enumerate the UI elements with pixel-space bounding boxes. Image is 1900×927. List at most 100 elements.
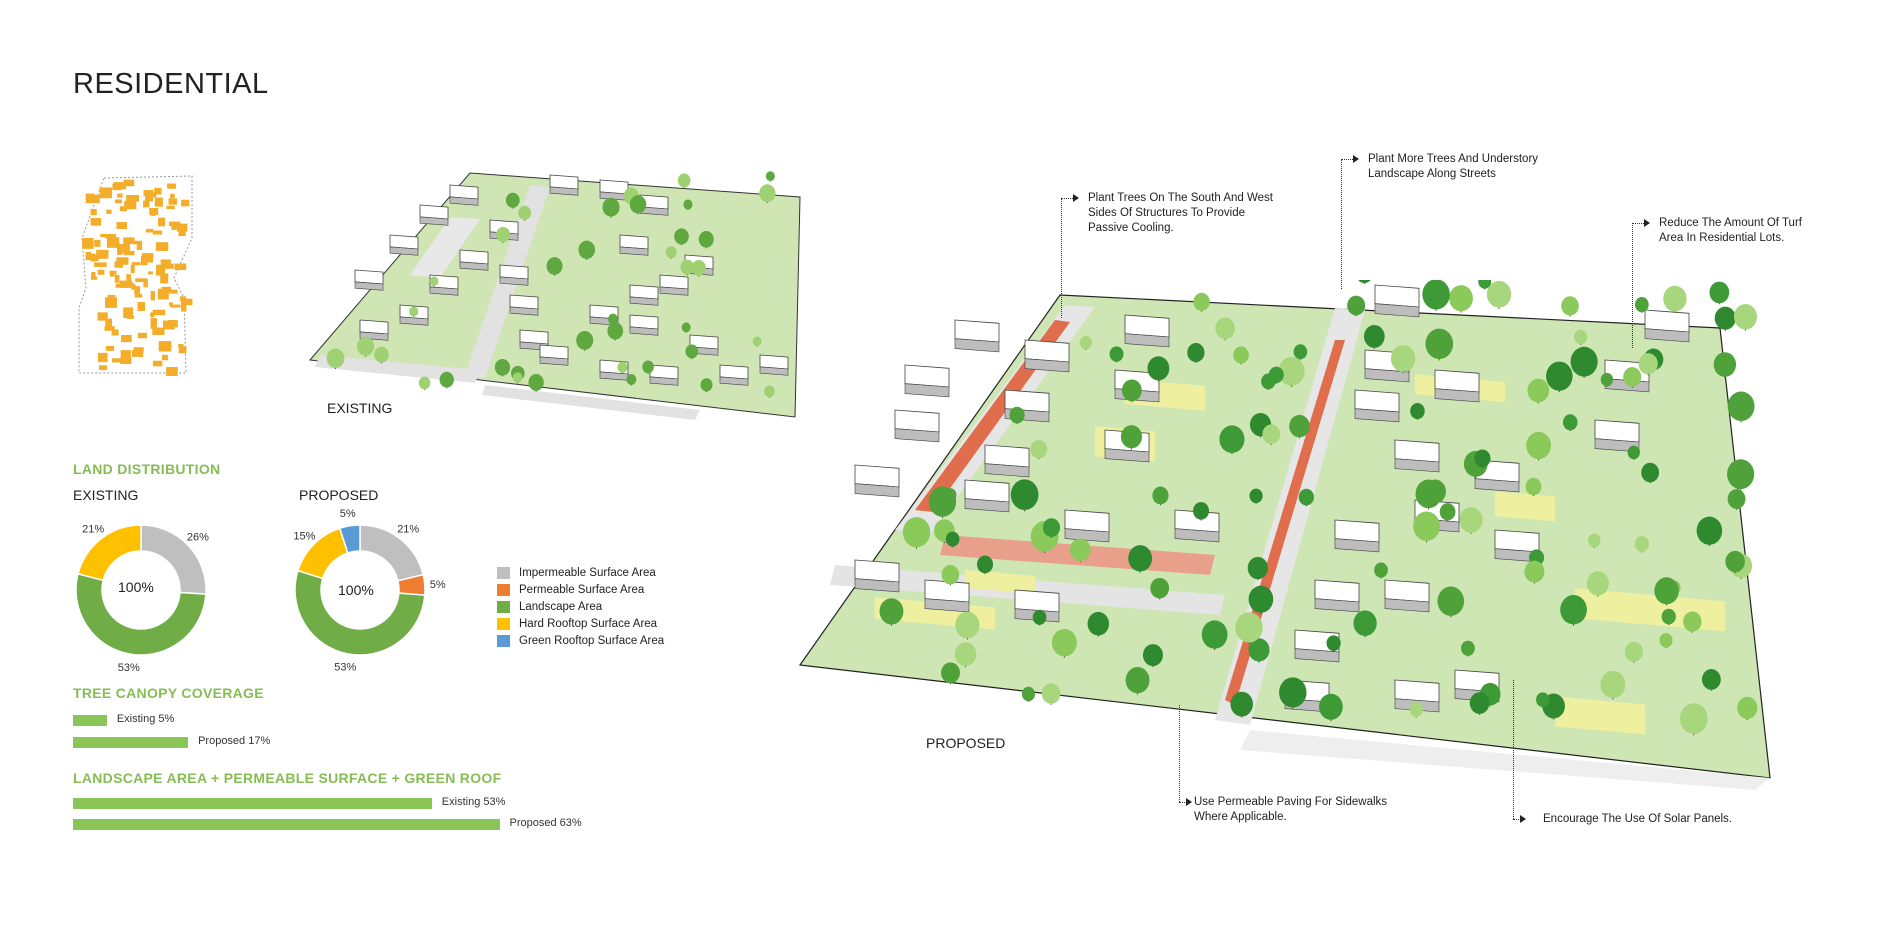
tree: [1363, 324, 1385, 349]
tree: [1725, 550, 1745, 574]
tree: [1437, 586, 1465, 618]
map-parcel: [168, 302, 173, 306]
map-parcel: [99, 187, 113, 199]
tree: [1326, 635, 1341, 652]
arrow-icon: [1186, 798, 1192, 806]
tree: [1474, 449, 1491, 469]
house: [1394, 439, 1440, 473]
tree: [1353, 610, 1377, 638]
legend-item: Hard Rooftop Surface Area: [497, 618, 657, 630]
map-parcel: [97, 352, 108, 363]
tree: [528, 374, 544, 392]
tree: [691, 260, 706, 277]
house: [419, 204, 449, 226]
map-parcel: [109, 270, 117, 275]
map-parcel: [137, 332, 147, 339]
tree: [1661, 608, 1676, 626]
map-parcel: [141, 253, 154, 258]
map-parcel: [158, 341, 172, 352]
map-parcel: [131, 350, 142, 357]
map-parcel: [145, 228, 154, 233]
house: [629, 284, 659, 306]
map-parcel: [96, 249, 109, 259]
bar-proposed-landscape: [73, 819, 500, 830]
tree: [1525, 477, 1542, 497]
tree: [1600, 670, 1626, 700]
leader-line: [1513, 819, 1525, 820]
map-parcel: [148, 271, 153, 275]
map-parcel: [181, 199, 190, 207]
tree: [674, 228, 689, 246]
map-parcel: [160, 273, 169, 284]
bar-existing-landscape: [73, 798, 432, 809]
slice-label: 21%: [397, 524, 419, 536]
tree: [1219, 425, 1245, 455]
bar-label: Proposed 17%: [198, 735, 271, 747]
tree: [1318, 693, 1343, 722]
tree: [409, 306, 419, 317]
map-parcel: [134, 293, 143, 298]
map-parcel: [137, 301, 146, 311]
map-parcel: [178, 230, 186, 237]
legend-item: Landscape Area: [497, 601, 602, 613]
tree: [1030, 439, 1048, 460]
legend-label: Permeable Surface Area: [519, 584, 645, 596]
tree: [374, 346, 389, 364]
tree: [902, 517, 931, 549]
tree: [1233, 346, 1249, 365]
house: [1064, 509, 1110, 543]
map-parcel: [90, 208, 97, 216]
tree: [576, 331, 594, 351]
tree: [683, 199, 693, 211]
donut-slice: [338, 524, 361, 554]
map-parcel: [117, 193, 123, 198]
bar-label: Existing 5%: [116, 713, 175, 725]
tree: [626, 374, 637, 386]
house: [1494, 529, 1540, 563]
map-parcel: [107, 294, 116, 302]
existing-chart-title: EXISTING: [73, 487, 139, 503]
map-parcel: [133, 347, 144, 354]
map-parcel: [168, 198, 178, 205]
map-parcel: [154, 197, 163, 207]
tree: [1150, 577, 1170, 600]
tree: [1279, 677, 1307, 709]
map-parcel: [152, 360, 163, 367]
legend-swatch: [497, 635, 510, 647]
slice-label: 15%: [293, 530, 315, 542]
tree: [1409, 702, 1423, 718]
map-parcel: [99, 365, 108, 371]
map-parcel: [117, 243, 130, 254]
proposed-center-label: 100%: [338, 582, 374, 598]
map-parcel: [114, 274, 120, 283]
turf-reduction-area: [965, 569, 1035, 594]
map-parcel: [116, 257, 129, 265]
tree: [429, 276, 439, 287]
tree: [955, 611, 980, 640]
tree: [1486, 280, 1512, 309]
leader-line: [1179, 802, 1191, 803]
slice-label: 21%: [82, 523, 104, 535]
tree: [1009, 406, 1025, 425]
slice-label: 53%: [334, 662, 356, 674]
annotation-line: Plant Trees On The South And West: [1088, 192, 1273, 204]
tree: [1042, 518, 1061, 538]
tree: [941, 564, 960, 586]
map-parcel: [155, 242, 169, 251]
tree: [1424, 479, 1446, 505]
map-parcel: [121, 337, 127, 342]
annotation-reduce-turf: Reduce The Amount Of Turf Area In Reside…: [1659, 216, 1802, 246]
tree: [1727, 391, 1755, 423]
tree: [1374, 562, 1388, 579]
tree: [1125, 666, 1150, 695]
house: [354, 269, 384, 291]
tree: [496, 226, 511, 243]
tree: [698, 231, 714, 249]
map-parcel: [85, 193, 95, 204]
tree-canopy-heading: TREE CANOPY COVERAGE: [73, 685, 264, 701]
legend-swatch: [497, 584, 510, 596]
legend-label: Green Rooftop Surface Area: [519, 635, 665, 647]
tree: [1121, 379, 1142, 403]
slice-label: 26%: [187, 532, 209, 544]
tree: [1439, 503, 1456, 522]
